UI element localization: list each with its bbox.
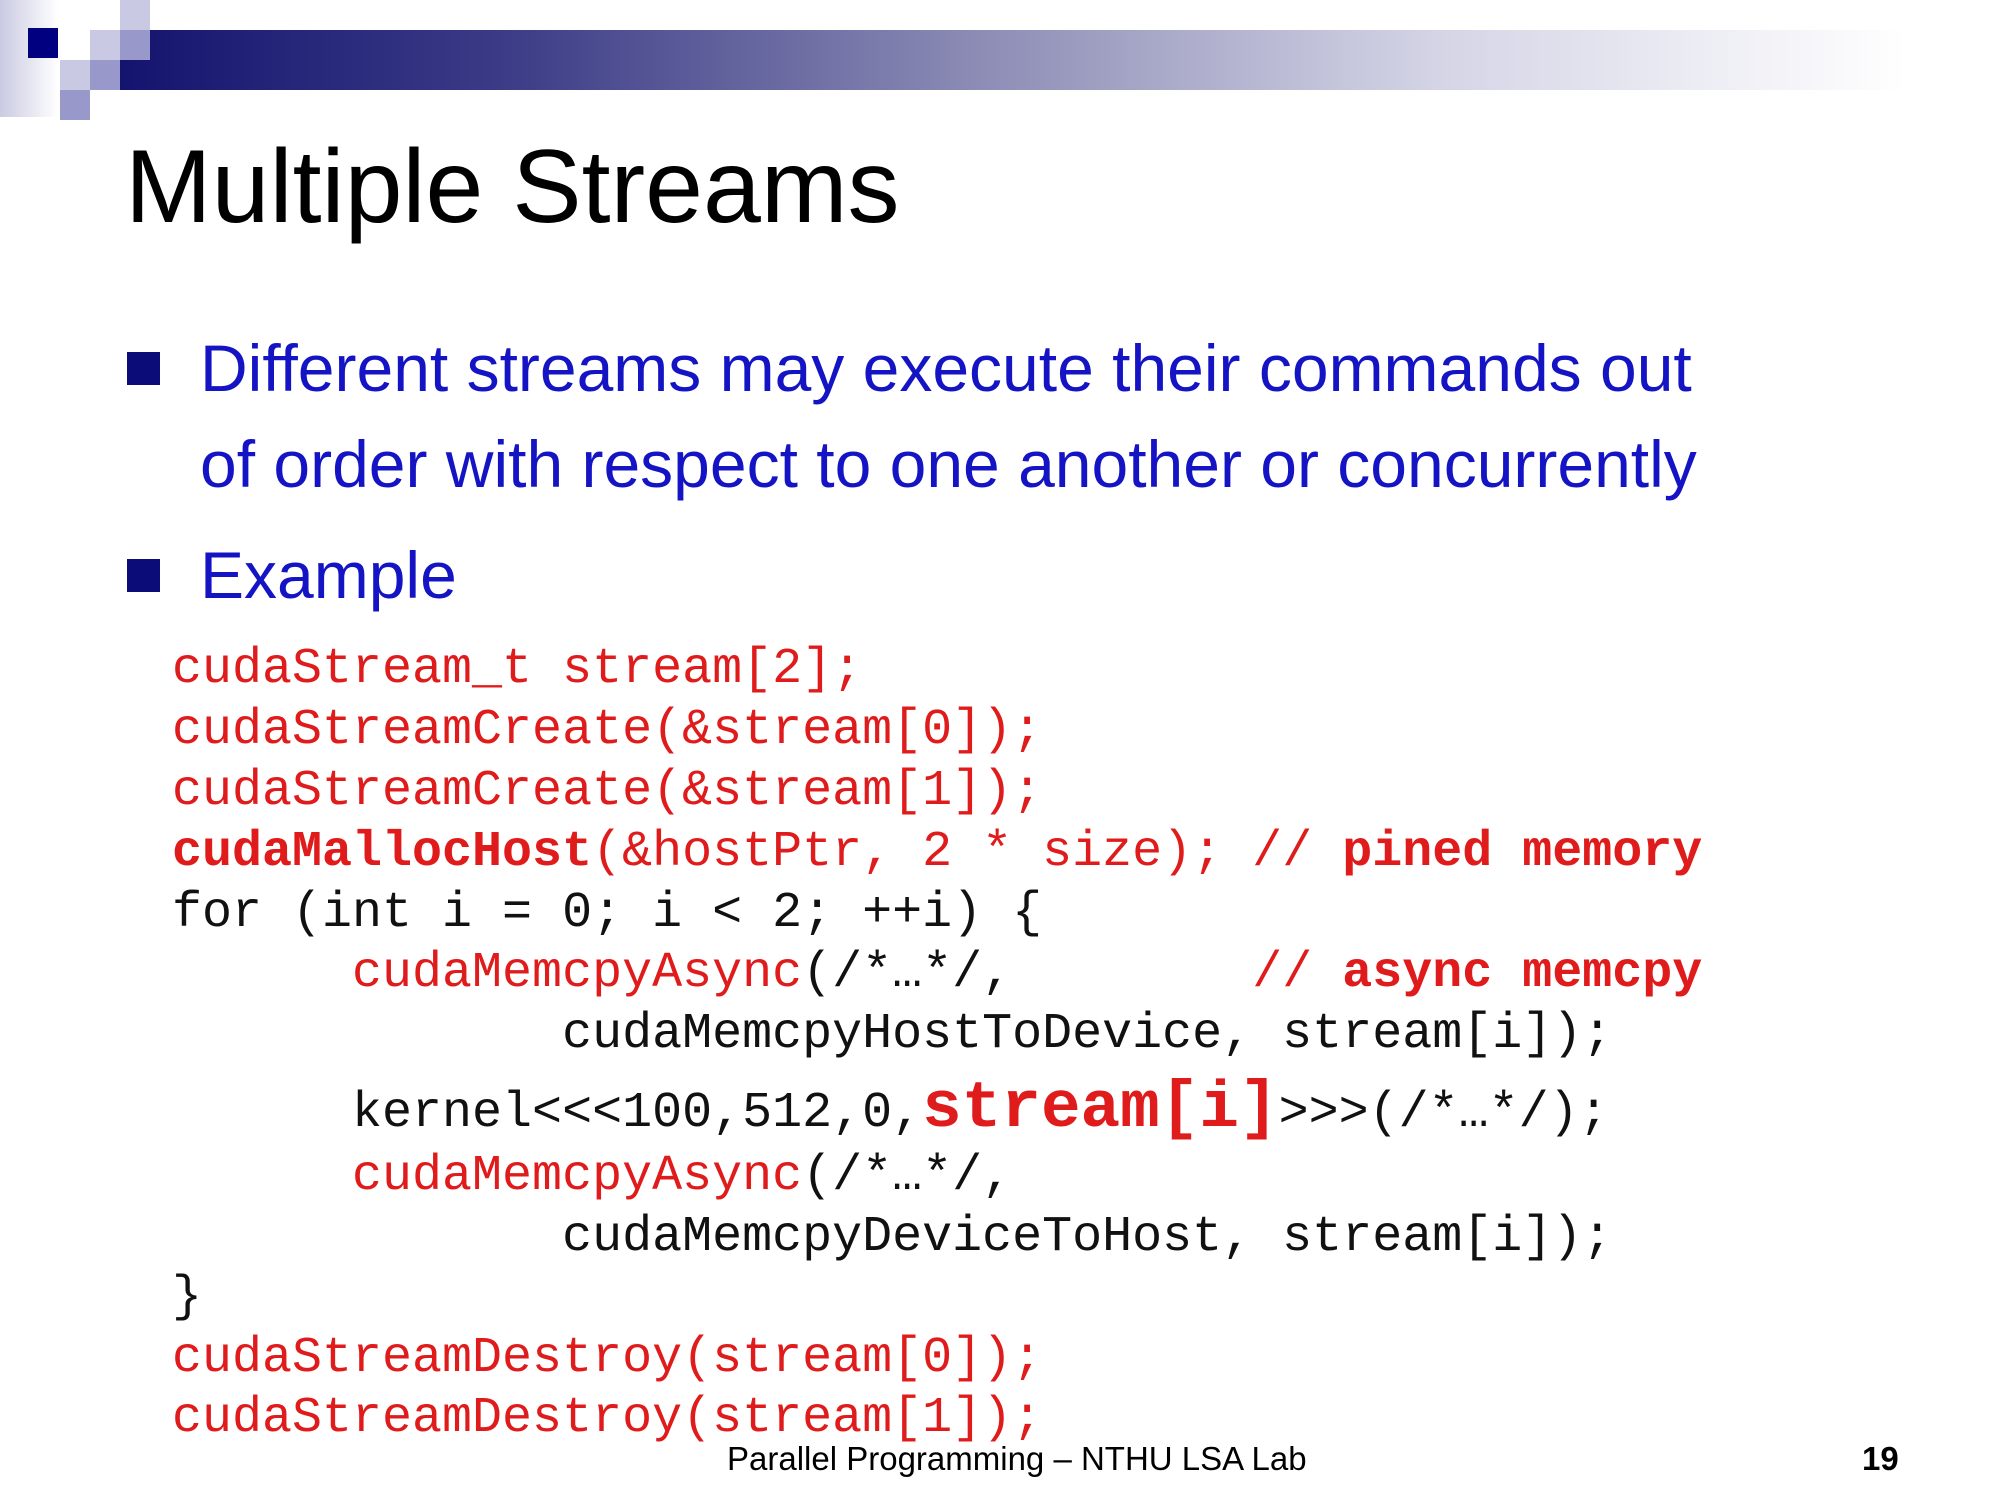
code-line: }: [172, 1273, 202, 1323]
page-number: 19: [1862, 1440, 1899, 1477]
decor-square: [60, 90, 90, 120]
bullet-text: Example: [200, 527, 457, 623]
code-token: >>>(/*…*/);: [1278, 1085, 1609, 1142]
code-token: cudaMemcpyDeviceToHost, stream[i]);: [172, 1209, 1613, 1266]
code-line: cudaStreamDestroy(stream[1]);: [172, 1394, 1042, 1444]
code-token: [172, 1148, 352, 1205]
bullet-line: of order with respect to one another or …: [200, 427, 1697, 501]
code-token: cudaStreamDestroy(stream[0]);: [172, 1330, 1043, 1387]
code-token: cudaMemcpyAsync: [352, 945, 803, 1002]
footer-text: Parallel Programming – NTHU LSA Lab: [727, 1440, 1307, 1477]
code-token: [172, 945, 352, 1002]
decor-square: [90, 30, 120, 60]
code-token: stream[i]: [922, 1071, 1279, 1146]
code-token: pined memory: [1342, 824, 1703, 881]
code-line: for (int i = 0; i < 2; ++i) {: [172, 889, 1042, 939]
code-token: cudaMemcpyAsync: [352, 1148, 803, 1205]
code-token: (/*…*/,: [802, 1148, 1013, 1205]
bullet-line: Example: [200, 538, 457, 612]
code-token: //: [1012, 945, 1343, 1002]
code-line: cudaMemcpyAsync(/*…*/,: [172, 1152, 1012, 1202]
code-token: async memcpy: [1342, 945, 1703, 1002]
slide-title: Multiple Streams: [125, 129, 900, 245]
header-gradient-strip: [0, 0, 58, 117]
decor-square: [28, 28, 58, 58]
code-token: (&hostPtr, 2 * size); //: [592, 824, 1343, 881]
decor-square: [60, 60, 90, 90]
header-gradient-bar: [120, 30, 2000, 90]
code-line: cudaStream_t stream[2];: [172, 645, 862, 695]
decor-square: [120, 0, 150, 30]
code-line: cudaMemcpyAsync(/*…*/, // async memcpy: [172, 949, 1702, 999]
code-line: cudaMemcpyDeviceToHost, stream[i]);: [172, 1213, 1612, 1263]
code-line: cudaStreamDestroy(stream[0]);: [172, 1334, 1042, 1384]
code-line: cudaMallocHost(&hostPtr, 2 * size); // p…: [172, 828, 1702, 878]
code-token: cudaMallocHost: [172, 824, 593, 881]
code-line: cudaStreamCreate(&stream[0]);: [172, 706, 1042, 756]
code-token: for (int i = 0; i < 2; ++i) {: [172, 885, 1043, 942]
code-token: }: [172, 1269, 203, 1326]
bullet-square-icon: [127, 559, 160, 592]
bullet-text: Different streams may execute their comm…: [200, 320, 1697, 512]
decor-square: [120, 30, 150, 60]
code-token: cudaStreamDestroy(stream[1]);: [172, 1390, 1043, 1447]
code-line: kernel<<<100,512,0,stream[i]>>>(/*…*/);: [172, 1076, 1609, 1142]
bullet-square-icon: [127, 352, 160, 385]
code-token: cudaStreamCreate(&stream[0]);: [172, 702, 1043, 759]
bullet-line: Different streams may execute their comm…: [200, 331, 1692, 405]
decor-square: [90, 60, 120, 90]
code-line: cudaMemcpyHostToDevice, stream[i]);: [172, 1010, 1612, 1060]
code-token: cudaStream_t stream[2];: [172, 641, 863, 698]
code-token: cudaStreamCreate(&stream[1]);: [172, 763, 1043, 820]
code-token: kernel<<<100,512,0,: [172, 1085, 923, 1142]
code-line: cudaStreamCreate(&stream[1]);: [172, 767, 1042, 817]
code-token: cudaMemcpyHostToDevice, stream[i]);: [172, 1006, 1613, 1063]
code-token: (/*…*/,: [802, 945, 1013, 1002]
